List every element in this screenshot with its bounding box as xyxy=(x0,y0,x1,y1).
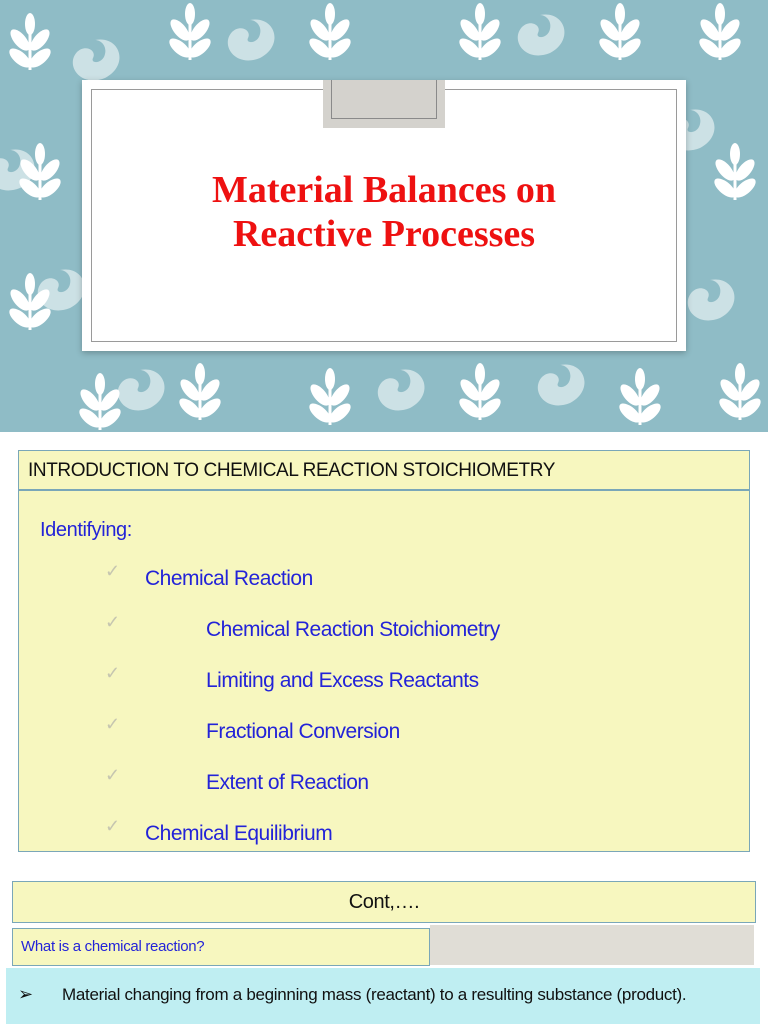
title-tab-decoration xyxy=(323,80,445,128)
intro-slide: INTRODUCTION TO CHEMICAL REACTION STOICH… xyxy=(0,432,768,860)
checkmark-icon: ✓ xyxy=(105,765,121,785)
answer-bar: ➢ Material changing from a beginning mas… xyxy=(6,968,760,1024)
list-item: ✓ Chemical Reaction Stoichiometry xyxy=(19,612,719,648)
list-item-label: Fractional Conversion xyxy=(206,720,400,743)
topics-box: Identifying: ✓ Chemical Reaction ✓ Chemi… xyxy=(18,490,750,852)
identifying-label: Identifying: xyxy=(40,519,132,541)
checkmark-icon: ✓ xyxy=(105,714,121,734)
title-line-1: Material Balances on xyxy=(211,169,557,211)
list-item: ✓ Fractional Conversion xyxy=(19,714,719,750)
list-item-label: Limiting and Excess Reactants xyxy=(206,669,479,692)
title-slide: Material Balances on Reactive Processes xyxy=(0,0,768,432)
list-item-label: Extent of Reaction xyxy=(206,771,369,794)
definition-slide: Cont,…. What is a chemical reaction? ➢ M… xyxy=(0,870,768,1024)
checkmark-icon: ✓ xyxy=(105,663,121,683)
list-item: ✓ Chemical Equilibrium xyxy=(19,816,719,852)
slide-title: Material Balances on Reactive Processes xyxy=(82,168,686,256)
arrow-bullet-icon: ➢ xyxy=(18,984,34,1004)
cont-heading: Cont,…. xyxy=(348,891,420,913)
checkmark-icon: ✓ xyxy=(105,612,121,632)
list-item: ✓ Extent of Reaction xyxy=(19,765,719,801)
question-text: What is a chemical reaction? xyxy=(21,938,205,955)
gray-strip xyxy=(430,925,754,965)
question-box: What is a chemical reaction? xyxy=(12,928,430,966)
intro-heading-bar: INTRODUCTION TO CHEMICAL REACTION STOICH… xyxy=(18,450,750,490)
checkmark-icon: ✓ xyxy=(105,816,121,836)
list-item: ✓ Chemical Reaction xyxy=(19,561,719,597)
list-item-label: Chemical Reaction xyxy=(145,567,313,590)
list-item: ✓ Limiting and Excess Reactants xyxy=(19,663,719,699)
title-line-2: Reactive Processes xyxy=(232,213,536,255)
intro-heading: INTRODUCTION TO CHEMICAL REACTION STOICH… xyxy=(28,460,555,481)
checkmark-icon: ✓ xyxy=(105,561,121,581)
list-item-label: Chemical Equilibrium xyxy=(145,822,333,845)
cont-heading-bar: Cont,…. xyxy=(12,881,756,923)
answer-text: Material changing from a beginning mass … xyxy=(62,985,687,1004)
list-item-label: Chemical Reaction Stoichiometry xyxy=(206,618,500,641)
